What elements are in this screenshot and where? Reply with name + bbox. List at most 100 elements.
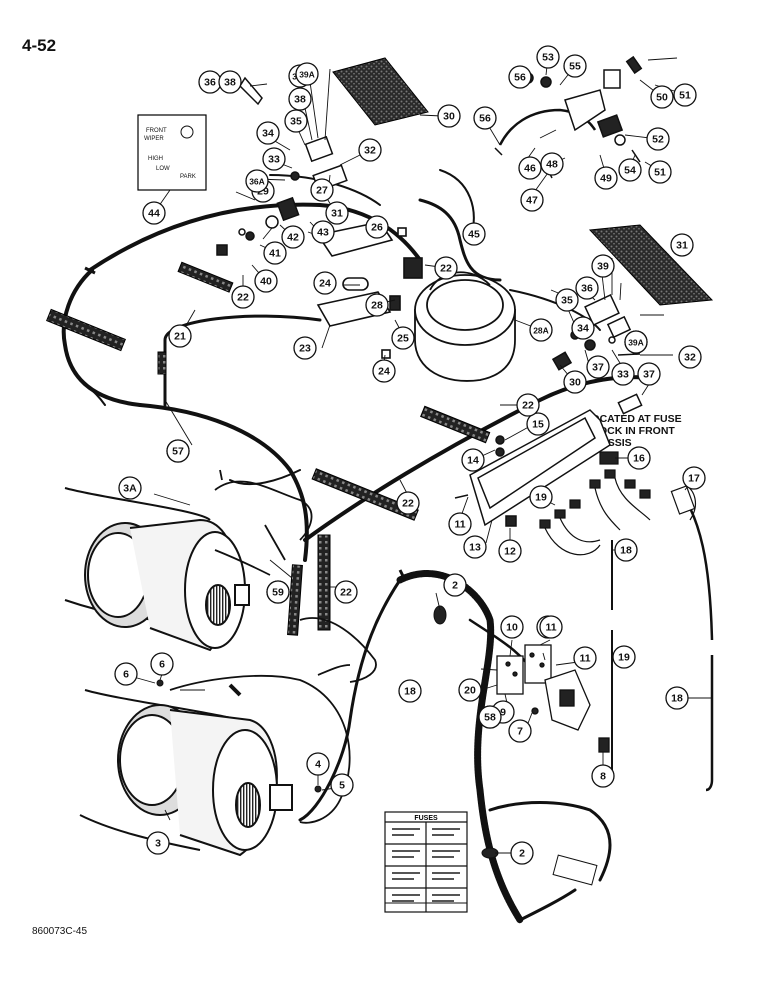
callout-label: 53 xyxy=(542,52,554,64)
callout-label: 22 xyxy=(522,400,534,412)
callout-label: 22 xyxy=(402,498,414,510)
callout-41: 41 xyxy=(263,241,287,265)
callout-10: 10 xyxy=(500,615,524,639)
heater-unit-29 xyxy=(414,271,516,382)
callout-label: 10 xyxy=(506,622,518,634)
callout-22: 22 xyxy=(334,580,358,604)
callout-12: 12 xyxy=(498,539,522,563)
callout-circle xyxy=(365,215,389,239)
svg-text:PARK: PARK xyxy=(180,174,196,180)
callout-circle xyxy=(529,318,553,342)
callout-4: 4 xyxy=(306,752,330,776)
callout-label: 20 xyxy=(464,685,476,697)
callout-34: 34 xyxy=(571,316,595,340)
callout-circle xyxy=(461,448,485,472)
callout-58: 58 xyxy=(478,705,502,729)
callout-label: 34 xyxy=(577,323,589,335)
callout-43: 43 xyxy=(311,220,335,244)
callout-label: 19 xyxy=(618,652,630,664)
callout-label: 42 xyxy=(287,232,299,244)
callout-label: 39A xyxy=(299,70,315,80)
callout-label: 4 xyxy=(315,759,321,771)
callout-24: 24 xyxy=(313,271,337,295)
callout-32: 32 xyxy=(358,138,382,162)
callout-circle xyxy=(463,535,487,559)
callout-circle xyxy=(516,393,540,417)
callout-15: 15 xyxy=(526,412,550,436)
callout-36a: 36A xyxy=(245,169,269,193)
callout-38: 38 xyxy=(288,87,312,111)
callout-23: 23 xyxy=(293,336,317,360)
callout-circle xyxy=(254,269,278,293)
callout-label: 5 xyxy=(339,780,345,792)
fuse-chart xyxy=(384,811,468,913)
callout-label: 58 xyxy=(484,712,496,724)
callout-28: 28 xyxy=(365,293,389,317)
callout-circle xyxy=(650,85,674,109)
callout-circle xyxy=(673,83,697,107)
callout-circle xyxy=(637,362,661,386)
callout-circle xyxy=(365,293,389,317)
callout-circle xyxy=(665,686,689,710)
callout-48: 48 xyxy=(540,152,564,176)
callout-label: 6 xyxy=(159,659,165,671)
callout-51: 51 xyxy=(648,160,672,184)
callout-circle xyxy=(500,615,524,639)
switch-decal xyxy=(137,114,207,191)
callout-label: 47 xyxy=(526,195,538,207)
callout-37: 37 xyxy=(586,355,610,379)
callout-18: 18 xyxy=(398,679,422,703)
callout-circle xyxy=(624,330,648,354)
figure-code: 860073C-45 xyxy=(32,926,88,937)
callout-35: 35 xyxy=(284,109,308,133)
callout-circle xyxy=(648,160,672,184)
callout-label: 40 xyxy=(260,276,272,288)
misc-hardware xyxy=(84,266,598,886)
callout-circle xyxy=(262,147,286,171)
callout-circle xyxy=(284,109,308,133)
foam-pads xyxy=(332,57,714,306)
callout-circle xyxy=(266,580,290,604)
callout-label: 2 xyxy=(519,848,525,860)
callout-label: 33 xyxy=(617,369,629,381)
callout-28a: 28A xyxy=(529,318,553,342)
callout-label: 35 xyxy=(290,116,302,128)
callout-3a: 3A xyxy=(118,476,142,500)
callout-label: 38 xyxy=(294,94,306,106)
callout-21: 21 xyxy=(168,324,192,348)
callout-40: 40 xyxy=(254,269,278,293)
callout-16: 16 xyxy=(627,446,651,470)
callout-circle xyxy=(281,225,305,249)
callout-label: 29 xyxy=(257,186,269,198)
callout-circle xyxy=(310,178,334,202)
callout-label: 17 xyxy=(688,473,700,485)
callout-circle xyxy=(536,45,560,69)
callout-8: 8 xyxy=(591,764,615,788)
callout-39: 39 xyxy=(591,254,615,278)
callout-circle xyxy=(231,285,255,309)
callout-11: 11 xyxy=(573,646,597,670)
callout-label: 52 xyxy=(652,134,664,146)
callout-label: 3 xyxy=(155,838,161,850)
callout-49: 49 xyxy=(594,166,618,190)
callout-22: 22 xyxy=(434,256,458,280)
callout-label: 13 xyxy=(469,542,481,554)
callout-label: 51 xyxy=(654,167,666,179)
callout-13: 13 xyxy=(463,535,487,559)
callout-circle xyxy=(146,831,170,855)
callout-label: 37 xyxy=(643,369,655,381)
callout-circle xyxy=(118,476,142,500)
callout-circle xyxy=(168,324,192,348)
callout-39a: 39A xyxy=(295,62,319,86)
callout-circle xyxy=(263,241,287,265)
callout-45: 45 xyxy=(462,222,486,246)
callout-circle xyxy=(150,652,174,676)
callout-33: 33 xyxy=(262,147,286,171)
callout-circle xyxy=(618,158,642,182)
callout-56: 56 xyxy=(508,65,532,89)
callout-label: 39 xyxy=(597,261,609,273)
svg-text:FRONT: FRONT xyxy=(146,128,167,134)
callout-label: 32 xyxy=(684,352,696,364)
callout-circle xyxy=(563,370,587,394)
callout-circle xyxy=(256,121,280,145)
